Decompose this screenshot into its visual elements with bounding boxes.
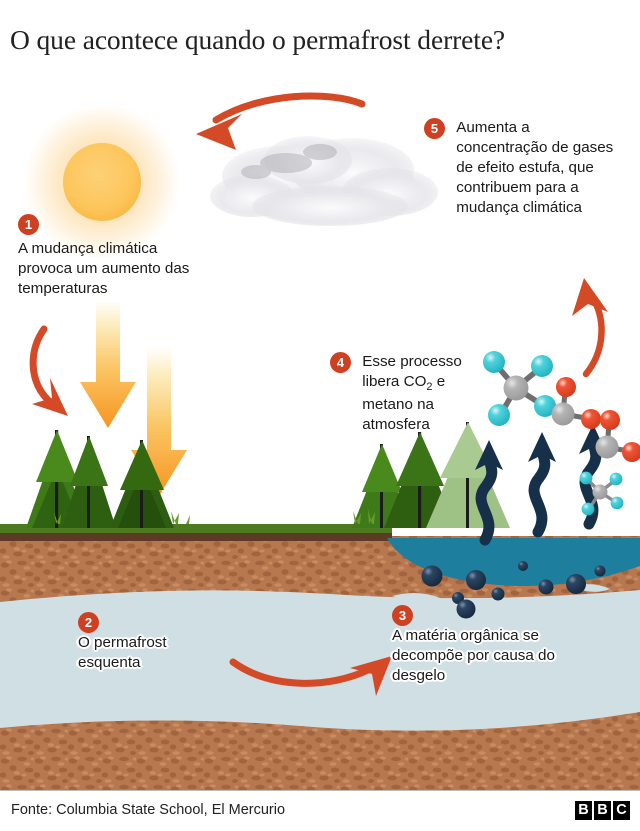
flow-arrow-left [29, 325, 52, 404]
callout-step-2: 2 O permafrost esquenta [78, 612, 248, 673]
step-badge-5: 5 [424, 118, 445, 139]
flow-arrow-right [582, 296, 605, 378]
step-text-5: Aumenta a concentração de gases de efeit… [456, 119, 614, 217]
molecule-methane [483, 351, 556, 426]
callout-step-3: 3 A matéria orgânica se decompõe por cau… [392, 605, 607, 686]
step-text-4a: Esse processo libera CO [362, 353, 462, 391]
heat-arrow-small [80, 300, 136, 428]
tree [62, 436, 116, 528]
thaw-lake [387, 538, 640, 586]
step-badge-4: 4 [330, 352, 351, 373]
footer: Fonte: Columbia State School, El Mercuri… [0, 791, 640, 831]
bbc-letter-1: B [575, 801, 592, 820]
callout-step-1: 1 A mudança climática provoca um aumento… [18, 214, 193, 299]
bbc-letter-2: B [594, 801, 611, 820]
co2-subscript: 2 [426, 381, 433, 394]
molecule-methane [579, 471, 624, 516]
molecule-carbon-dioxide [595, 410, 640, 462]
step-badge-3: 3 [392, 605, 413, 626]
illustration-scene [0, 92, 640, 790]
flow-arrow-top-head [196, 114, 242, 150]
step-badge-2: 2 [78, 612, 99, 633]
page-title: O que acontece quando o permafrost derre… [10, 24, 506, 55]
callout-step-4: 4 Esse processo libera CO2 e metano na a… [330, 352, 490, 435]
topsoil-band [0, 531, 392, 541]
step-text-2: O permafrost esquenta [78, 634, 167, 672]
molecule-carbon-dioxide [551, 377, 601, 429]
source-credit: Fonte: Columbia State School, El Mercuri… [11, 802, 286, 818]
sun [24, 104, 180, 260]
bbc-letter-3: C [613, 801, 630, 820]
tree [110, 440, 174, 528]
step-text-4b: e metano na atmosfera [362, 373, 446, 433]
callout-step-5: 5 Aumenta a concentração de gases de efe… [424, 118, 624, 218]
step-badge-1: 1 [18, 214, 39, 235]
grass-tufts [54, 509, 375, 524]
step-text-3: A matéria orgânica se decompõe por causa… [392, 627, 555, 685]
flow-arrow-left-head [32, 378, 68, 416]
flow-arrow-bottom [229, 658, 372, 687]
gas-bubbles [421, 561, 606, 619]
step-text-1: A mudança climática provoca um aumento d… [18, 240, 190, 298]
grass-strip [0, 524, 392, 533]
cloud [210, 136, 438, 226]
boreal-forest [26, 422, 510, 528]
flow-arrow-right-head [572, 278, 608, 316]
flow-arrow-bottom-head [350, 656, 392, 696]
ice-lenses [392, 584, 612, 633]
step-text-4: Esse processo libera CO2 e metano na atm… [362, 352, 480, 435]
flow-arrow-top [212, 92, 366, 124]
bbc-logo: B B C [575, 801, 630, 820]
footer-divider [0, 790, 640, 791]
